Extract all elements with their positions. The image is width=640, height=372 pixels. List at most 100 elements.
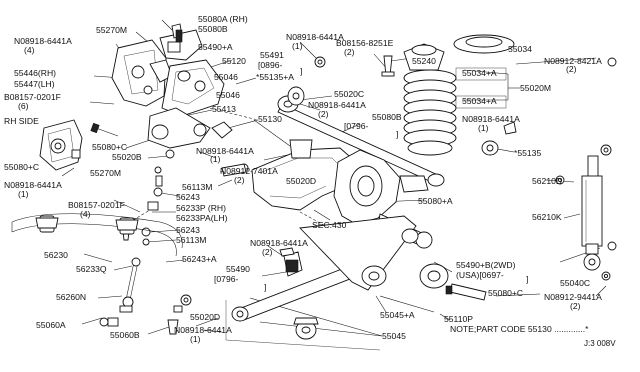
- bushing-55490b: [419, 263, 487, 301]
- label-56233pa-lh: 56233PA(LH): [176, 213, 228, 223]
- label-55034: 55034: [508, 44, 532, 54]
- stabilizer-link-56260n: [99, 257, 141, 327]
- label-date-end: ]: [526, 274, 528, 284]
- label-56113m: 56113M: [182, 182, 212, 192]
- label-55046: 55046: [216, 90, 240, 100]
- label-55080c: 55080+C: [4, 162, 39, 172]
- label-55413: 55413: [212, 104, 236, 114]
- coil-spring-55020m: [403, 34, 515, 156]
- label-qty: (2): [570, 301, 581, 311]
- label-08918-6441a: N08918-6441A: [14, 36, 72, 46]
- label-56210d: 56210D: [532, 176, 562, 186]
- label-qty: (1): [478, 123, 489, 133]
- lower-link-55413: [147, 107, 233, 159]
- label-qty: (2): [318, 109, 329, 119]
- label-55080c: 55080+C: [92, 142, 127, 152]
- label-08918-6441a: N08918-6441A: [286, 32, 344, 42]
- bushing-55110p: [293, 317, 319, 340]
- label-55034a: 55034+A: [462, 68, 497, 78]
- label-qty: (6): [18, 101, 29, 111]
- label-date-0796: [0796-: [214, 274, 239, 284]
- label-55135a: *55135+A: [256, 72, 294, 82]
- label-55080c: 55080+C: [488, 288, 523, 298]
- bolt-08156: [381, 55, 395, 77]
- label-qty: (2): [344, 47, 355, 57]
- label-qty: (2): [262, 247, 273, 257]
- bracket-55490: [279, 247, 303, 277]
- label-55270m: 55270M: [90, 168, 121, 178]
- label-55020d: 55020D: [286, 176, 316, 186]
- label-date-end: ]: [396, 129, 398, 139]
- label-55045a: 55045+A: [380, 310, 415, 320]
- label-55490b-2wd: 55490+B(2WD): [456, 260, 516, 270]
- label-55020m: 55020M: [520, 83, 551, 93]
- label-08918-6441a: N08918-6441A: [174, 325, 232, 335]
- bushing-55135: [481, 121, 517, 156]
- label-date-end: ]: [264, 282, 266, 292]
- label-08157-0201f: B08157-0201F: [68, 200, 125, 210]
- label-08912-9441a: N08912-9441A: [544, 292, 602, 302]
- bracket-55270m-upper: [111, 39, 173, 107]
- label-qty: (1): [292, 41, 303, 51]
- label-55110p: 55110P: [444, 314, 473, 324]
- label-56233q: 56233Q: [76, 264, 107, 274]
- trailing-link-55045a: [299, 215, 419, 291]
- label-55020b: 55020B: [112, 152, 142, 162]
- label-qty: (2): [566, 64, 577, 74]
- label-date-end: ]: [300, 66, 302, 76]
- label-08912-8421a: N08912-8421A: [544, 56, 602, 66]
- label-55040c: 55040C: [560, 278, 590, 288]
- label-56210k: 56210K: [532, 212, 562, 222]
- label-55270m: 55270M: [96, 25, 127, 35]
- label-qty: (1): [190, 334, 201, 344]
- label-08918-6441a: N08918-6441A: [4, 180, 62, 190]
- label-08918-6441a: N08918-6441A: [462, 114, 520, 124]
- label-56230: 56230: [44, 250, 68, 260]
- label-qty: (4): [80, 209, 91, 219]
- label-date-0796: [0796-: [344, 121, 369, 131]
- label-55020d: 55020D: [190, 312, 220, 322]
- label-56243a: 56243+A: [182, 254, 217, 264]
- label-08918-6441a: N08918-6441A: [196, 146, 254, 156]
- bushing-55020c: [287, 56, 326, 106]
- label-55080b-lh: 55080B: [198, 24, 228, 34]
- label-qty: (1): [210, 154, 221, 164]
- label-08918-6441a: N08918-6441A: [250, 238, 308, 248]
- label-qty: (4): [24, 45, 35, 55]
- label-08157-0201f: B08157-0201F: [4, 92, 61, 102]
- upper-arm-55120: [161, 59, 225, 117]
- label-55080b: 55080B: [372, 112, 402, 122]
- callout-boxes: [455, 67, 507, 109]
- label-55447-lh: 55447(LH): [14, 79, 55, 89]
- label-08918-6441a: N08918-6441A: [308, 100, 366, 110]
- label-55490: 55490: [226, 264, 250, 274]
- rh-side-bracket: [39, 119, 83, 171]
- bolt-55080c: [90, 122, 119, 137]
- label-55045: 55045: [382, 331, 406, 341]
- label-qty: (2): [234, 175, 245, 185]
- label-55020c: 55020C: [334, 89, 364, 99]
- label-56260n: 56260N: [56, 292, 86, 302]
- label-56243: 56243: [176, 225, 200, 235]
- label-55080a-rh: 55080A (RH): [198, 14, 248, 24]
- label-55060b: 55060B: [110, 330, 140, 340]
- upper-link-bracket: [159, 23, 203, 61]
- washers-right: [555, 57, 617, 281]
- stabilizer-bar-56230: [11, 213, 183, 257]
- label-55130: 55130: [258, 114, 282, 124]
- label-56233p-rh: 56233P (RH): [176, 203, 226, 213]
- label-55034a: 55034+A: [462, 96, 497, 106]
- label-55046: 55046: [214, 72, 238, 82]
- label-55060a: 55060A: [36, 320, 66, 330]
- label-56243: 56243: [176, 192, 200, 202]
- part-code-note: NOTE;PART CODE 55130 .............*: [450, 324, 589, 334]
- label-sec-430: SEC.430: [312, 220, 347, 230]
- label-08156-8251e: B08156-8251E: [336, 38, 394, 48]
- label-55491: 55491: [260, 50, 284, 60]
- label-qty: (1): [18, 189, 29, 199]
- label-usa-0697: (USA)[0697-: [456, 270, 504, 280]
- label-55120: 55120: [222, 56, 246, 66]
- diagram-code: J:3 008V: [584, 339, 616, 348]
- part-labels: 55270M 55080A (RH) 55080B N08918-6441A (…: [4, 14, 616, 348]
